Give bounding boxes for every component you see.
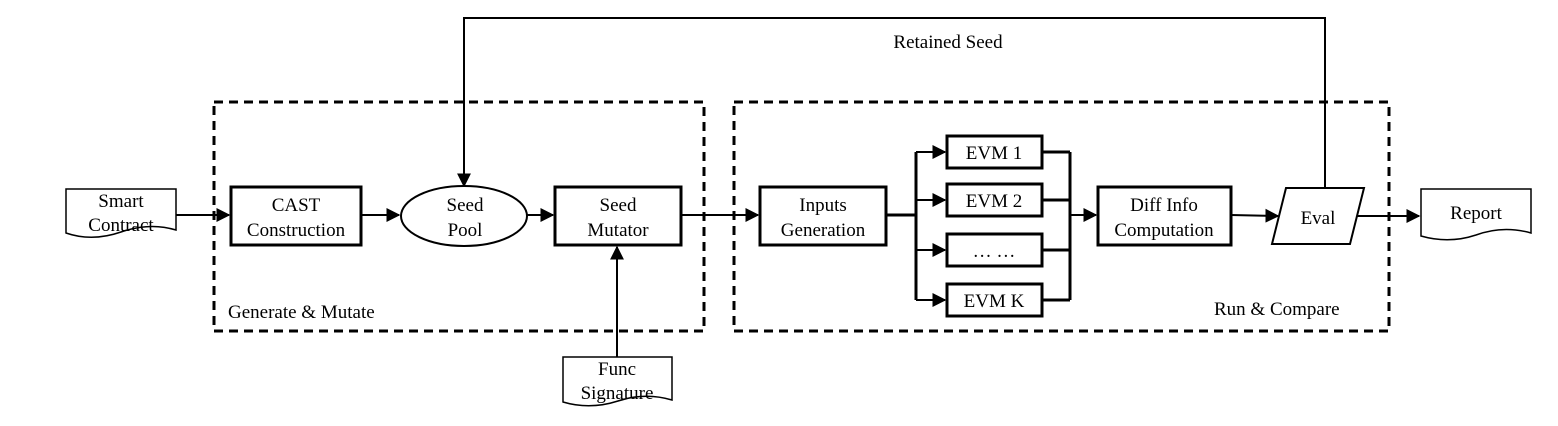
svg-text:Eval: Eval	[1301, 208, 1336, 229]
svg-text:… …: … …	[973, 241, 1016, 262]
diff-info-node: Diff Info Computation	[1096, 185, 1233, 247]
fan-in-connector	[1042, 150, 1098, 302]
svg-text:Inputs: Inputs	[799, 195, 847, 216]
svg-text:Mutator: Mutator	[587, 220, 649, 241]
svg-text:Seed: Seed	[447, 195, 484, 216]
arrow-diff-to-eval	[1230, 208, 1280, 223]
retained-seed-label: Retained Seed	[893, 32, 1003, 53]
svg-text:Signature: Signature	[581, 383, 654, 404]
svg-text:Func: Func	[598, 359, 636, 380]
svg-text:Diff Info: Diff Info	[1130, 195, 1198, 216]
evm-1-node: EVM 1	[945, 134, 1044, 170]
report-node: Report	[1420, 188, 1532, 241]
svg-text:Smart: Smart	[98, 191, 144, 212]
svg-text:Computation: Computation	[1114, 220, 1214, 241]
svg-text:Generation: Generation	[781, 220, 866, 241]
cast-construction-node: CAST Construction	[229, 185, 363, 247]
svg-text:Contract: Contract	[88, 215, 154, 236]
svg-text:Pool: Pool	[448, 220, 483, 241]
svg-text:Seed: Seed	[600, 195, 637, 216]
evm-2-node: EVM 2	[945, 182, 1044, 218]
seed-mutator-node: Seed Mutator	[553, 185, 683, 247]
retained-seed-arrow	[457, 17, 1326, 188]
seed-pool-node: Seed Pool	[400, 185, 528, 247]
eval-node: Eval	[1270, 187, 1366, 245]
svg-text:EVM 1: EVM 1	[966, 143, 1022, 164]
generate-mutate-label: Generate & Mutate	[228, 302, 375, 323]
evm-k-node: EVM K	[945, 282, 1044, 318]
svg-text:CAST: CAST	[272, 195, 321, 216]
svg-text:Report: Report	[1450, 203, 1502, 224]
fan-out-connector	[886, 145, 947, 307]
smart-contract-node: Smart Contract	[65, 188, 177, 238]
evm-ellipsis-node: … …	[945, 232, 1044, 268]
func-signature-node: Func Signature	[562, 356, 673, 407]
run-compare-label: Run & Compare	[1214, 299, 1340, 320]
generate-mutate-group	[212, 100, 706, 333]
svg-text:EVM 2: EVM 2	[966, 191, 1022, 212]
svg-text:Construction: Construction	[247, 220, 346, 241]
inputs-generation-node: Inputs Generation	[758, 185, 888, 247]
svg-text:EVM K: EVM K	[964, 291, 1025, 312]
